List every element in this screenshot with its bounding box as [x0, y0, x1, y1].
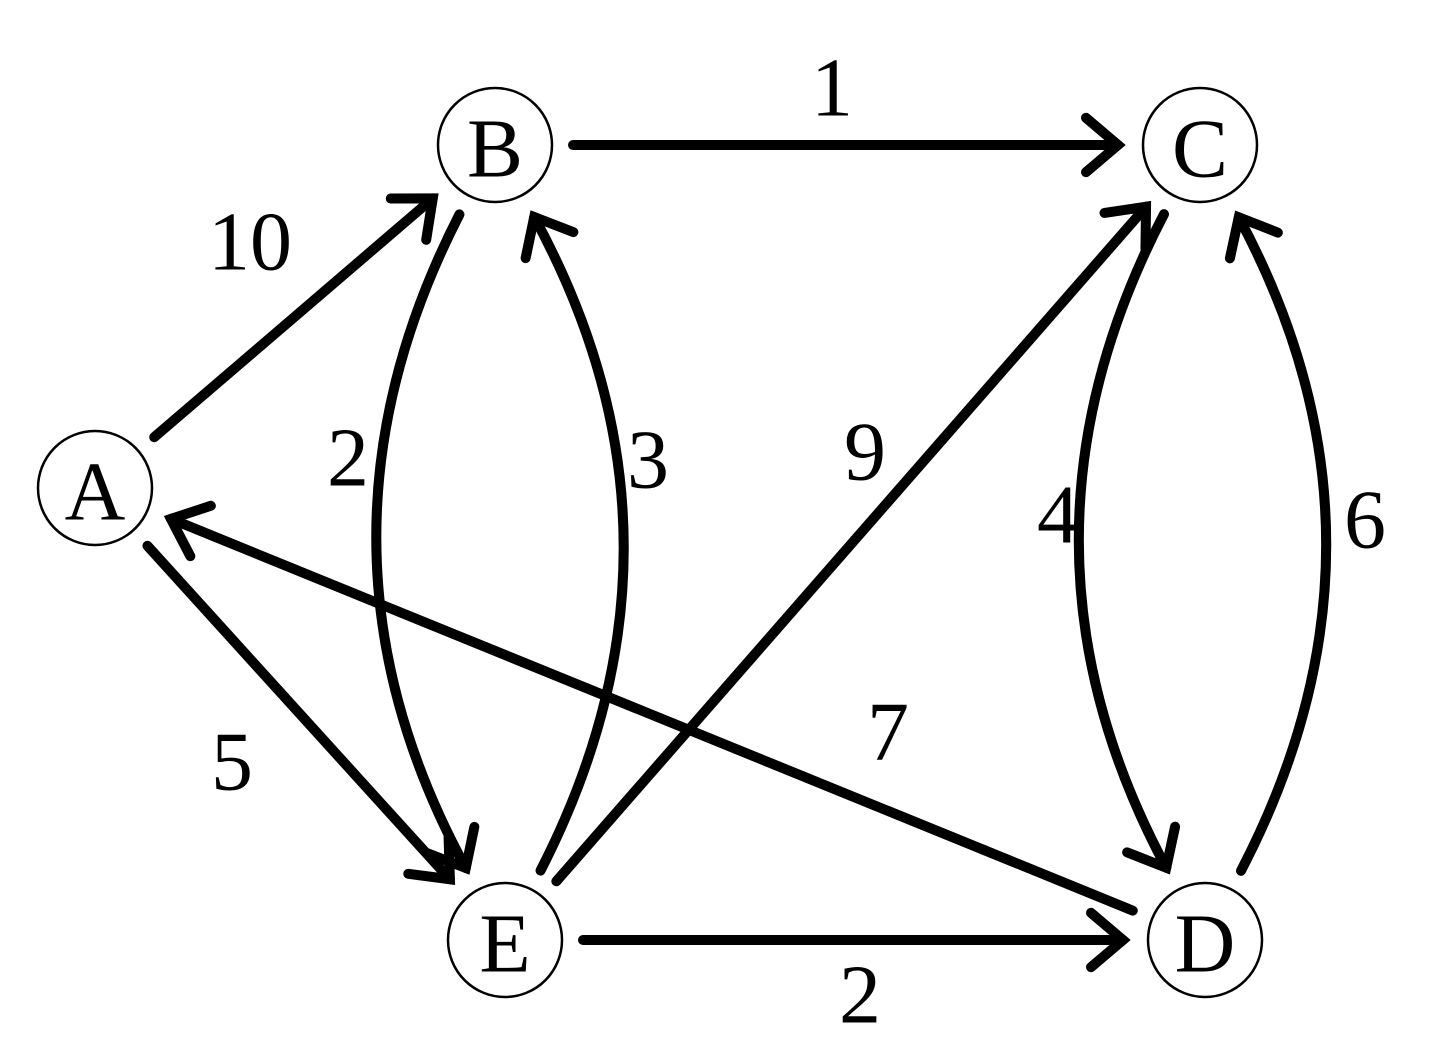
node-circle	[36, 429, 154, 547]
arrowhead	[1122, 821, 1181, 875]
edge-b-c	[568, 112, 1126, 178]
arrowhead	[1224, 210, 1283, 264]
arrowhead	[421, 821, 480, 875]
arrowhead	[1099, 200, 1152, 254]
edge-weight-e-b: 3	[627, 414, 669, 507]
edge-line	[1233, 212, 1332, 876]
edge-weight-e-d: 2	[839, 949, 881, 1042]
edge-weight-c-d: 4	[1037, 469, 1079, 562]
node-label: D	[1175, 898, 1236, 991]
arrowhead	[1081, 112, 1126, 178]
edge-d-a	[163, 500, 1138, 916]
node-label: C	[1172, 103, 1228, 196]
edge-line	[371, 209, 471, 873]
arrowhead	[385, 193, 439, 245]
node-b: B	[436, 86, 554, 204]
edge-e-d	[578, 907, 1131, 973]
node-circle	[436, 86, 554, 204]
node-d: D	[1146, 881, 1264, 999]
node-label: A	[65, 446, 126, 539]
edges-layer	[142, 112, 1332, 973]
edge-line	[142, 540, 455, 885]
node-label: B	[467, 103, 523, 196]
edge-weight-e-c: 9	[844, 406, 886, 499]
edge-weight-b-e: 2	[327, 412, 369, 505]
edge-d-c	[1224, 210, 1332, 876]
arrowhead	[163, 500, 216, 562]
node-e: E	[446, 881, 564, 999]
edge-c-d	[1073, 209, 1181, 875]
edge-line	[551, 201, 1152, 887]
edge-weight-d-c: 6	[1344, 474, 1386, 567]
edge-e-c	[551, 200, 1152, 887]
nodes-layer: A B C D E	[36, 86, 1264, 999]
edge-weight-a-e: 5	[211, 716, 253, 809]
arrowhead	[520, 210, 579, 264]
node-circle	[1141, 86, 1259, 204]
edge-line	[165, 513, 1138, 916]
weights-layer: 10 5 1 2 3 9 2 4 6 7	[208, 42, 1386, 1042]
node-c: C	[1141, 86, 1259, 204]
edge-weight-d-a: 7	[867, 686, 909, 779]
edge-weight-b-c: 1	[811, 42, 853, 135]
node-label: E	[479, 898, 530, 991]
node-a: A	[36, 429, 154, 547]
node-circle	[1146, 881, 1264, 999]
edge-line	[529, 212, 629, 876]
edge-a-b	[149, 193, 439, 443]
edge-e-b	[520, 210, 629, 876]
node-circle	[446, 881, 564, 999]
edge-a-e	[142, 540, 456, 885]
edge-line	[149, 193, 438, 443]
edge-b-e	[371, 209, 480, 875]
edge-weight-a-b: 10	[208, 196, 292, 289]
arrowhead	[403, 832, 456, 885]
arrowhead	[1086, 907, 1131, 973]
edge-line	[1073, 209, 1172, 873]
